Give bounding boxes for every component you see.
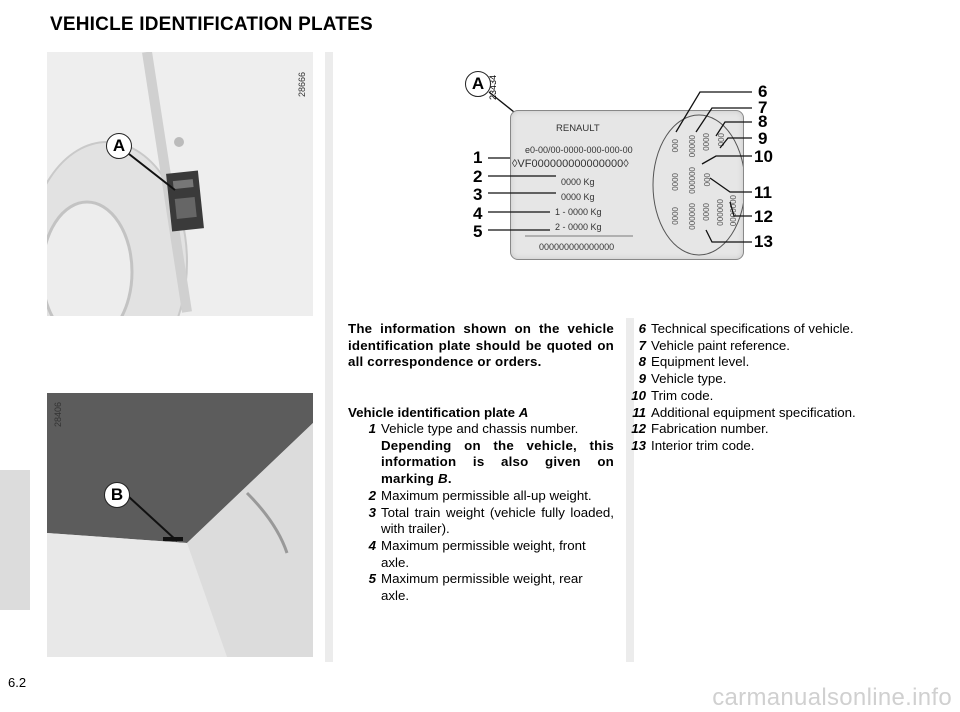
item-number: 13 xyxy=(631,437,646,453)
windscreen-photo: 28406 xyxy=(47,393,313,657)
item-number: 3 xyxy=(368,504,376,520)
page-number: 6.2 xyxy=(8,675,27,690)
item-note-end: . xyxy=(447,471,452,487)
item-note-ref: B xyxy=(438,471,448,487)
item-body: Vehicle type and chassis number. Dependi… xyxy=(381,421,614,488)
callout-b-marker: B xyxy=(104,482,130,508)
plate-vin: ◊VF000000000000000◊ xyxy=(512,158,629,170)
plate-number-6: 6 xyxy=(758,82,768,101)
item-text: Maximum permissible all-up weight. xyxy=(381,487,592,503)
item-text: Fabrication number. xyxy=(651,421,769,437)
list-item: 6 Technical specifications of vehicle. xyxy=(618,321,914,338)
item-number: 2 xyxy=(368,487,376,503)
plate-number-13: 13 xyxy=(754,232,773,251)
item-text: Vehicle type. xyxy=(651,371,727,387)
list-item: 13 Interior trim code. xyxy=(618,438,914,455)
plate-weight-2: 0000 Kg xyxy=(561,192,595,202)
plate-brand: RENAULT xyxy=(556,123,600,134)
door-pillar-illustration xyxy=(47,52,313,316)
plate-heading-text: Vehicle identification plate xyxy=(348,405,515,420)
column-divider xyxy=(325,52,333,662)
plate-number-9: 9 xyxy=(758,129,768,148)
item-number: 1 xyxy=(368,421,376,436)
plate-fab-line: 000000000000000 xyxy=(539,242,615,252)
list-item: 8 Equipment level. xyxy=(618,354,914,371)
items-left-list: 1 Vehicle type and chassis number. Depen… xyxy=(348,421,614,605)
item-number: 11 xyxy=(632,404,646,420)
plate-line-code: e0-00/00-0000-000-000-00 xyxy=(525,145,633,155)
item-number: 7 xyxy=(638,337,646,353)
list-item: 7 Vehicle paint reference. xyxy=(618,338,914,355)
plate-axle-2: 2 - 0000 Kg xyxy=(555,222,602,232)
door-pillar-photo: 28666 xyxy=(47,52,313,316)
item-note-text: Depending on the vehicle, this informati… xyxy=(381,437,614,487)
item-text: Vehicle type and chassis number. xyxy=(381,421,579,436)
item-text: Additional equipment specification. xyxy=(651,404,856,420)
plate-number-2: 2 xyxy=(473,167,483,186)
plate-weight-1: 0000 Kg xyxy=(561,177,595,187)
plate-number-12: 12 xyxy=(754,207,773,226)
item-number: 5 xyxy=(368,571,376,587)
item-text: Vehicle paint reference. xyxy=(651,337,790,353)
items-right-list: 6 Technical specifications of vehicle. 7… xyxy=(618,321,914,455)
callout-a-plate: A xyxy=(465,71,491,97)
plate-number-7: 7 xyxy=(758,98,768,117)
plate-number-3: 3 xyxy=(473,185,483,204)
section-tab xyxy=(0,470,30,610)
callout-a-marker: A xyxy=(106,133,132,159)
figure-id: 28666 xyxy=(297,71,307,97)
figure-id: 28406 xyxy=(53,401,63,427)
list-item: 4 Maximum permissible weight, front axle… xyxy=(348,538,614,571)
item-number: 12 xyxy=(631,421,646,437)
plate-number-1: 1 xyxy=(473,148,483,167)
item-text: Equipment level. xyxy=(651,354,750,370)
watermark: carmanualsonline.info xyxy=(712,684,952,711)
item-number: 8 xyxy=(638,354,646,370)
plate-oval xyxy=(525,114,743,256)
item-note: Depending on the vehicle, this informati… xyxy=(381,438,614,488)
plate-number-5: 5 xyxy=(473,222,483,241)
item-number: 9 xyxy=(638,371,646,387)
list-item: 9 Vehicle type. xyxy=(618,371,914,388)
item-text: Maximum permissible weight, front axle. xyxy=(381,537,586,570)
list-item: 1 Vehicle type and chassis number. Depen… xyxy=(348,421,614,488)
windscreen-illustration xyxy=(47,393,313,657)
item-number: 6 xyxy=(638,321,646,336)
item-text: Technical specifications of vehicle. xyxy=(651,321,854,336)
plate-number-10: 10 xyxy=(754,147,773,166)
item-number: 10 xyxy=(631,387,646,403)
number-leader-lines xyxy=(488,91,752,243)
item-number: 4 xyxy=(368,537,376,553)
list-item: 2 Maximum permissible all-up weight. xyxy=(348,488,614,505)
plate-number-8: 8 xyxy=(758,112,768,131)
identification-plate: RENAULT e0-00/00-0000-000-000-00 ◊VF0000… xyxy=(510,110,744,260)
list-item: 12 Fabrication number. xyxy=(618,421,914,438)
item-text: Interior trim code. xyxy=(651,437,755,453)
item-text: Total train weight (vehicle fully loaded… xyxy=(381,504,614,537)
list-item: 10 Trim code. xyxy=(618,388,914,405)
plate-heading: Vehicle identification plate A xyxy=(348,405,614,422)
item-text: Maximum permissible weight, rear axle. xyxy=(381,571,583,604)
list-item: 3 Total train weight (vehicle fully load… xyxy=(348,505,614,538)
intro-paragraph: The information shown on the vehicle ide… xyxy=(348,321,614,370)
list-item: 5 Maximum permissible weight, rear axle. xyxy=(348,571,614,604)
page-title: VEHICLE IDENTIFICATION PLATES xyxy=(50,14,373,35)
plate-axle-1: 1 - 0000 Kg xyxy=(555,207,602,217)
list-item: 11 Additional equipment specification. xyxy=(618,405,914,422)
column-divider xyxy=(626,318,634,662)
plate-leader-lines xyxy=(488,91,515,113)
plate-heading-ref: A xyxy=(518,405,529,420)
plate-number-11: 11 xyxy=(754,183,772,202)
plate-number-4: 4 xyxy=(473,204,483,223)
item-text: Trim code. xyxy=(651,387,714,403)
